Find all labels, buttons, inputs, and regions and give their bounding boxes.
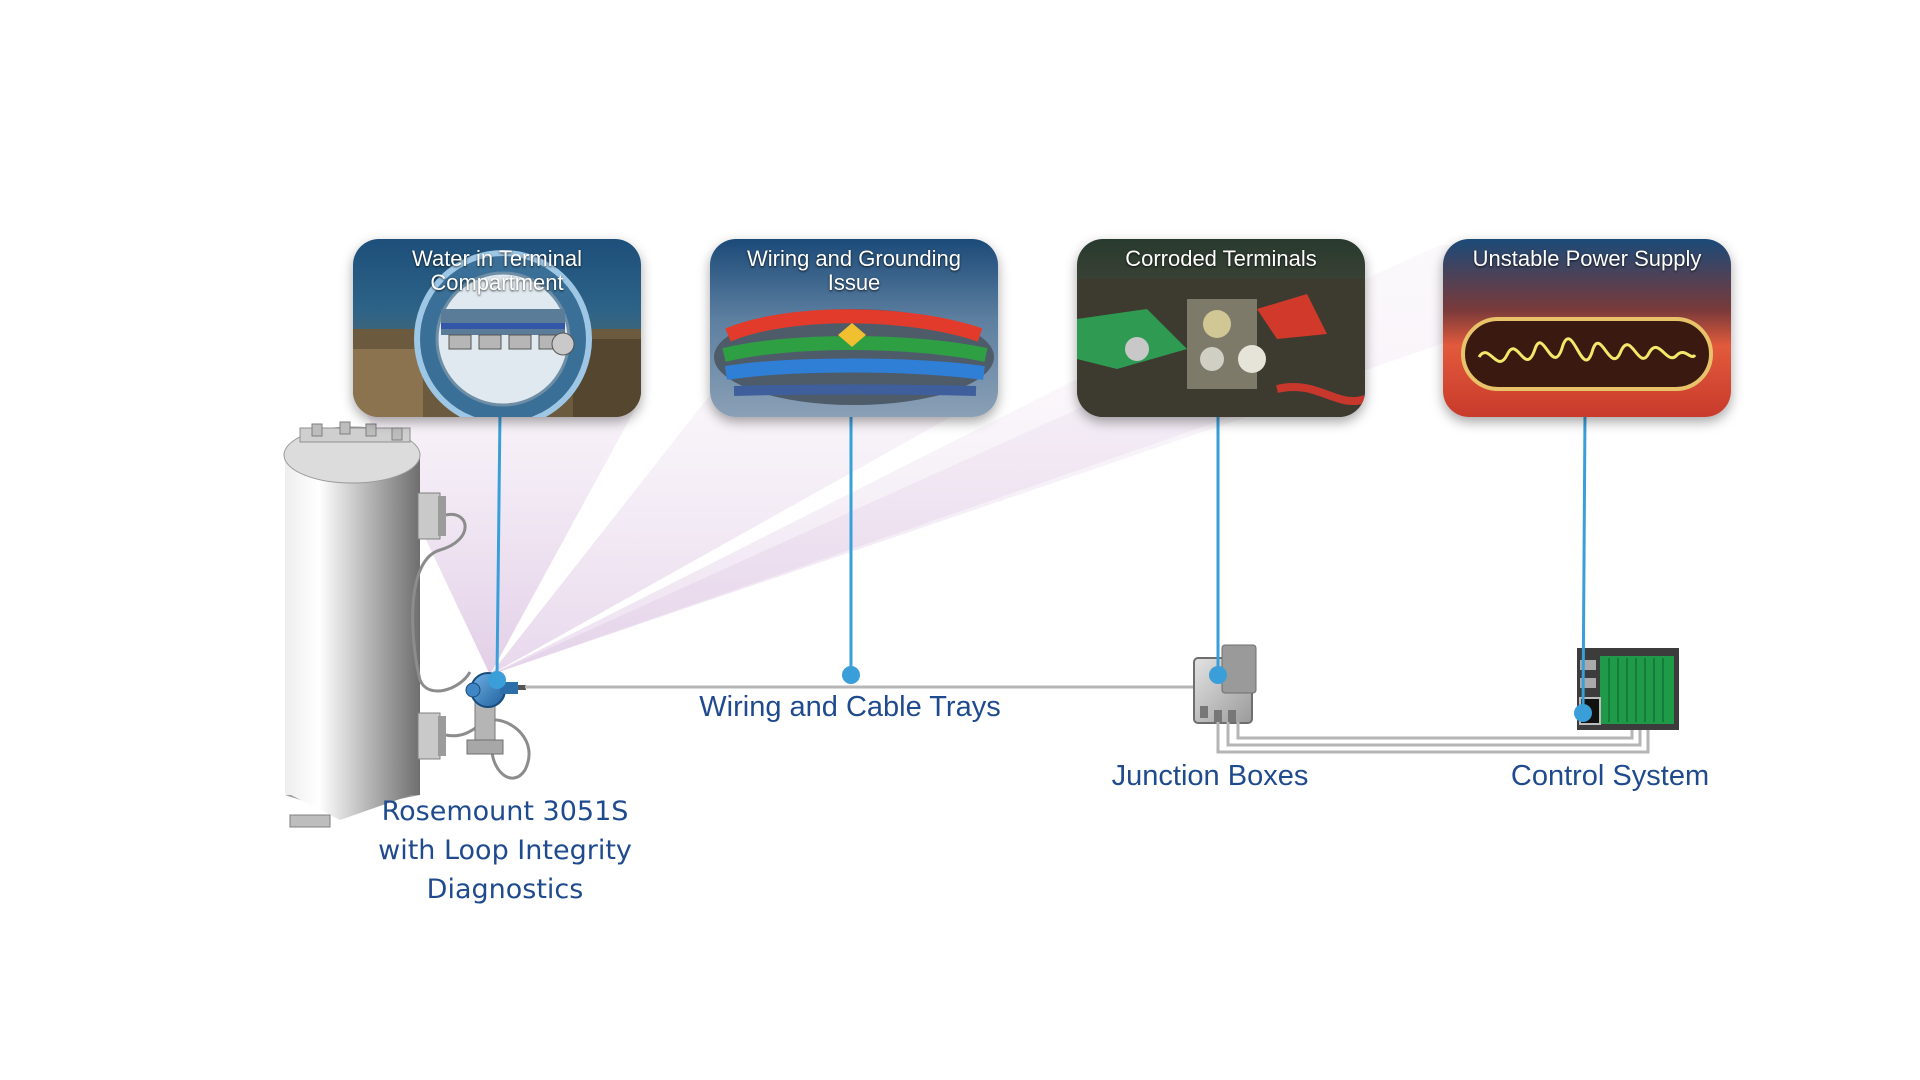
connector-dot: [842, 666, 860, 684]
connector-lines: [495, 411, 1587, 713]
card-unstable-power: Unstable Power Supply: [1443, 239, 1731, 417]
card-title: Water in Terminal Compartment: [412, 246, 582, 295]
card-title: Corroded Terminals: [1125, 246, 1317, 271]
connector-dot: [1209, 666, 1227, 684]
connector-dot: [488, 671, 506, 689]
connector-dot: [1574, 704, 1592, 722]
card-title: Wiring and Grounding Issue: [746, 246, 961, 295]
corroded-terminal-icon: [1077, 279, 1365, 417]
wiring-cable-trays-label: Wiring and Cable Trays: [699, 691, 1001, 723]
process-tank: [283, 421, 531, 828]
transmitter-label: Rosemount 3051S with Loop Integrity Diag…: [378, 796, 632, 905]
waveform-icon: [1461, 317, 1713, 391]
signal-beams: [360, 245, 1725, 675]
card-corroded-terminals: Corroded Terminals: [1077, 239, 1365, 417]
cable-bundle-icon: [714, 309, 994, 405]
control-system-label: Control System: [1510, 760, 1710, 792]
card-title: Unstable Power Supply: [1472, 246, 1702, 271]
junction-box: [1193, 644, 1257, 724]
card-water-terminal: Water in Terminal Compartment: [353, 239, 641, 417]
junction-boxes-label: Junction Boxes: [1111, 760, 1309, 792]
transmitter-gauge-icon: [353, 250, 641, 417]
card-wiring-grounding: Wiring and Grounding Issue: [710, 239, 998, 417]
control-system-cabinet: [1577, 648, 1679, 730]
home-run-cables: [1216, 722, 1650, 754]
